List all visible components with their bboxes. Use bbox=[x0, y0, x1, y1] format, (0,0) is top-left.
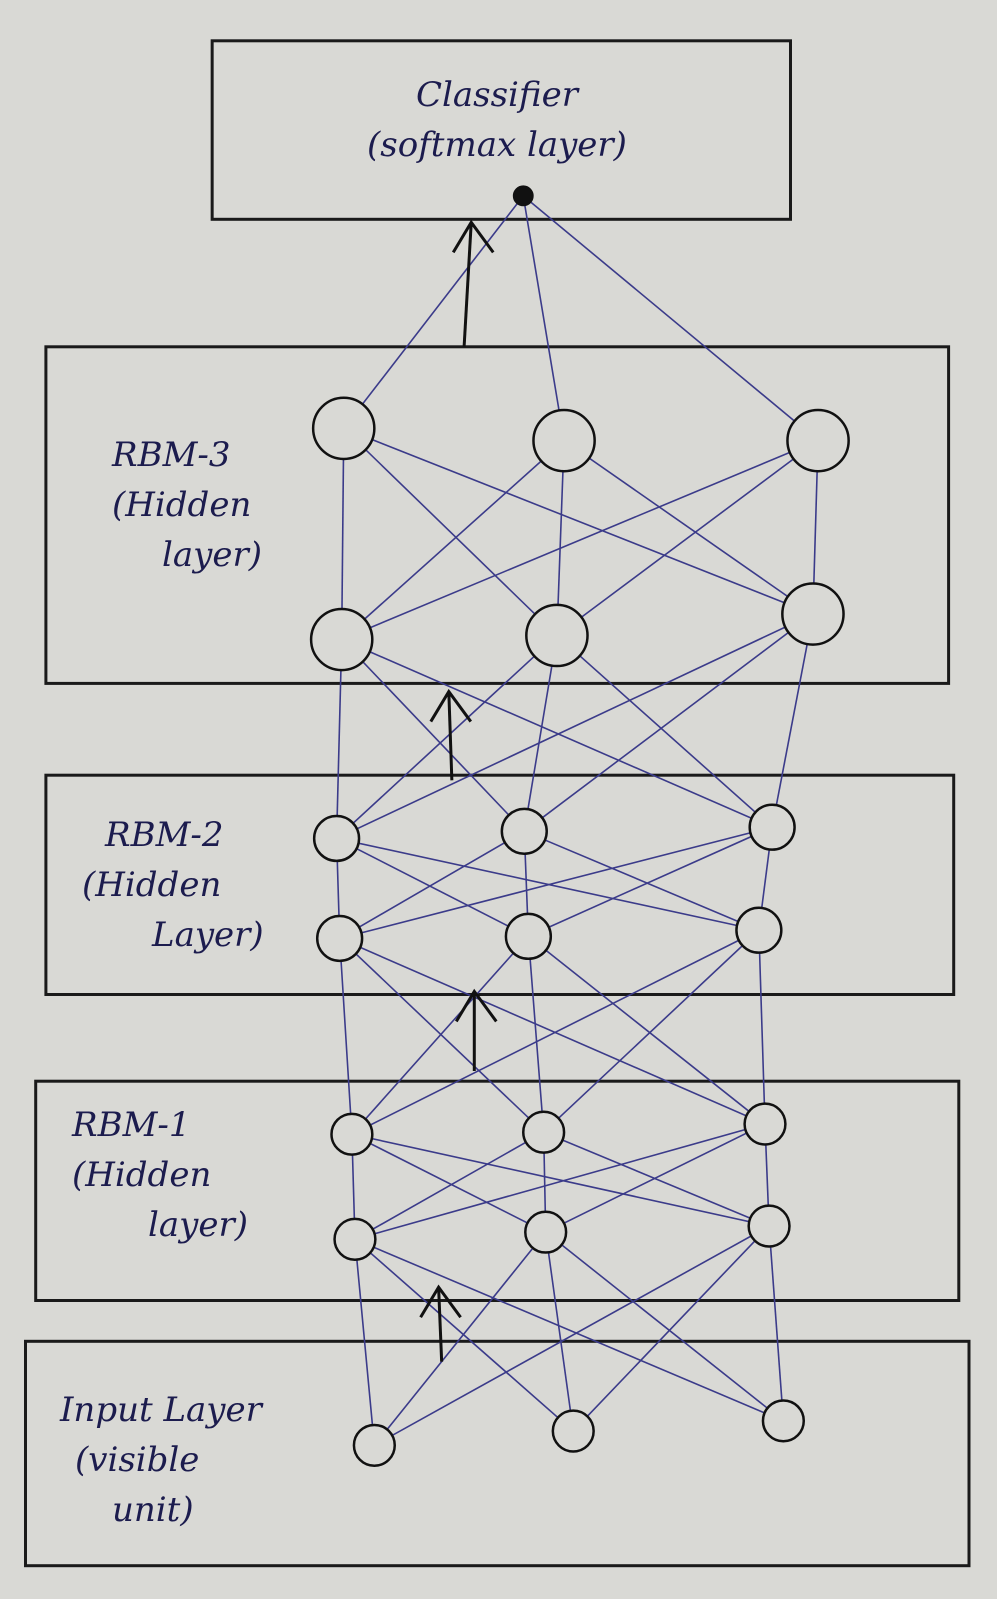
input-subtitle2: unit) bbox=[112, 1490, 194, 1530]
connection-edge bbox=[343, 195, 524, 429]
rbm3-bottom-node bbox=[781, 582, 845, 646]
connection-edge bbox=[354, 1131, 545, 1240]
connection-edge bbox=[341, 638, 525, 832]
rbm2-bottom-node bbox=[504, 912, 553, 961]
input-node bbox=[761, 1399, 806, 1443]
connection-edge bbox=[335, 639, 343, 839]
connection-edge bbox=[556, 634, 773, 828]
connection-edge bbox=[545, 1123, 766, 1233]
connection-edge bbox=[523, 635, 558, 832]
rbm3-top-node bbox=[786, 408, 850, 473]
rbm3-subtitle2: layer) bbox=[162, 535, 262, 575]
rbm1-bottom-node bbox=[524, 1210, 568, 1254]
rbm1-title: RBM-1 bbox=[72, 1105, 191, 1145]
connection-edge bbox=[340, 428, 345, 640]
up-arrow-icon bbox=[429, 688, 473, 723]
connection-edge bbox=[354, 1123, 766, 1241]
connection-edge bbox=[545, 1231, 784, 1422]
connection-edge bbox=[339, 937, 766, 1125]
connection-edge bbox=[527, 935, 766, 1125]
connection-edge bbox=[339, 830, 525, 940]
connection-edge bbox=[354, 1238, 784, 1422]
connection-edge bbox=[527, 936, 545, 1133]
rbm2-bottom-node bbox=[735, 906, 783, 954]
connection-edge bbox=[563, 439, 814, 615]
connection-edge bbox=[768, 1225, 785, 1421]
rbm1-bottom-node bbox=[747, 1204, 791, 1248]
connection-edge bbox=[523, 830, 760, 931]
connection-edge bbox=[341, 439, 819, 641]
rbm1-bottom-node bbox=[333, 1217, 377, 1261]
rbm3-title: RBM-3 bbox=[112, 435, 231, 475]
connection-edge bbox=[336, 837, 529, 938]
classifier-output-node bbox=[512, 185, 534, 207]
connection-edge bbox=[572, 1225, 770, 1432]
connection-edge bbox=[341, 638, 773, 828]
classifier-subtitle: (softmax layer) bbox=[367, 125, 627, 165]
rbm2-top-node bbox=[312, 814, 361, 863]
up-arrow-shaft bbox=[447, 691, 454, 781]
up-arrow-icon bbox=[419, 1284, 462, 1319]
connection-edge bbox=[758, 930, 766, 1125]
rbm3-top-node bbox=[311, 396, 376, 461]
connection-edge bbox=[556, 440, 565, 636]
connection-edge bbox=[543, 1131, 770, 1227]
rbm2-title: RBM-2 bbox=[105, 815, 224, 855]
rbm2-bottom-node bbox=[315, 914, 364, 963]
connection-edge bbox=[543, 929, 760, 1133]
connection-edge bbox=[351, 1133, 770, 1227]
rbm3-bottom-node bbox=[309, 607, 374, 672]
rbm3-top-node bbox=[532, 408, 596, 473]
input-node bbox=[551, 1409, 595, 1453]
classifier-title: Classifier bbox=[416, 75, 578, 115]
connection-edge bbox=[343, 427, 814, 615]
connection-edge bbox=[373, 1225, 770, 1447]
rbm2-top-node bbox=[500, 807, 548, 855]
rbm3-box bbox=[44, 345, 951, 685]
rbm1-subtitle: (Hidden bbox=[72, 1155, 212, 1195]
up-arrow-shaft bbox=[462, 222, 473, 347]
connection-edge bbox=[336, 613, 814, 840]
connection-edge bbox=[338, 938, 353, 1135]
connection-edge bbox=[522, 195, 819, 442]
connection-edge bbox=[523, 613, 814, 832]
input-subtitle: (visible bbox=[75, 1440, 200, 1480]
connection-edge bbox=[528, 826, 773, 938]
connection-edge bbox=[336, 634, 558, 840]
input-box bbox=[24, 1339, 971, 1568]
rbm2-subtitle2: Layer) bbox=[152, 915, 264, 955]
input-node bbox=[352, 1423, 396, 1467]
connection-edge bbox=[373, 1231, 547, 1446]
connection-edge bbox=[351, 935, 529, 1135]
connection-edge bbox=[354, 1238, 574, 1432]
classifier-box bbox=[210, 39, 793, 221]
connection-edge bbox=[341, 440, 565, 641]
connection-edge bbox=[339, 826, 773, 940]
rbm3-subtitle: (Hidden bbox=[112, 485, 252, 525]
connection-edge bbox=[354, 1239, 376, 1446]
up-arrow-icon bbox=[451, 219, 495, 254]
connection-edge bbox=[351, 1133, 547, 1233]
connection-edge bbox=[343, 427, 558, 637]
rbm2-subtitle: (Hidden bbox=[82, 865, 222, 905]
rbm3-bottom-node bbox=[525, 603, 589, 668]
connection-edge bbox=[544, 1232, 575, 1432]
rbm2-box bbox=[44, 773, 956, 997]
rbm2-top-node bbox=[748, 803, 796, 851]
rbm1-top-node bbox=[330, 1112, 374, 1156]
rbm1-top-node bbox=[522, 1110, 566, 1154]
rbm1-subtitle2: layer) bbox=[148, 1205, 248, 1245]
connection-edge bbox=[556, 439, 819, 637]
rbm1-box bbox=[34, 1079, 961, 1302]
connection-edge bbox=[351, 929, 760, 1135]
connection-edge bbox=[771, 613, 814, 828]
input-title: Input Layer bbox=[60, 1390, 262, 1430]
rbm1-top-node bbox=[743, 1102, 787, 1146]
connection-edge bbox=[339, 937, 545, 1133]
connection-edge bbox=[522, 195, 565, 441]
up-arrow-icon bbox=[455, 988, 498, 1023]
up-arrow-shaft bbox=[437, 1287, 444, 1362]
